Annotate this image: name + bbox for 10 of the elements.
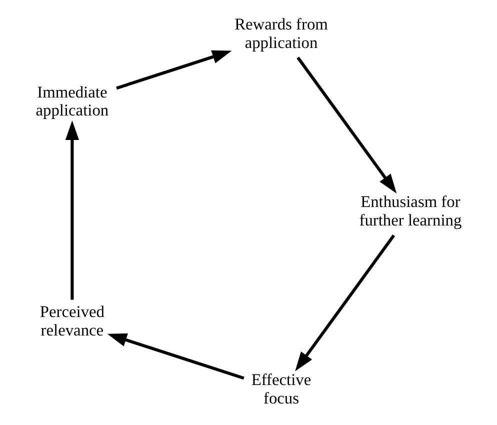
arrow xyxy=(65,120,80,300)
node-text: Rewards from application xyxy=(234,14,328,52)
arrow xyxy=(296,56,397,194)
arrow xyxy=(295,234,396,372)
arrow xyxy=(107,333,244,380)
node-text: Effective focus xyxy=(251,370,312,408)
node-text: Perceived relevance xyxy=(40,302,104,340)
node-text: Enthusiasm for further learning xyxy=(359,192,462,230)
arrow xyxy=(116,50,232,90)
node-text: Immediate application xyxy=(36,82,109,120)
